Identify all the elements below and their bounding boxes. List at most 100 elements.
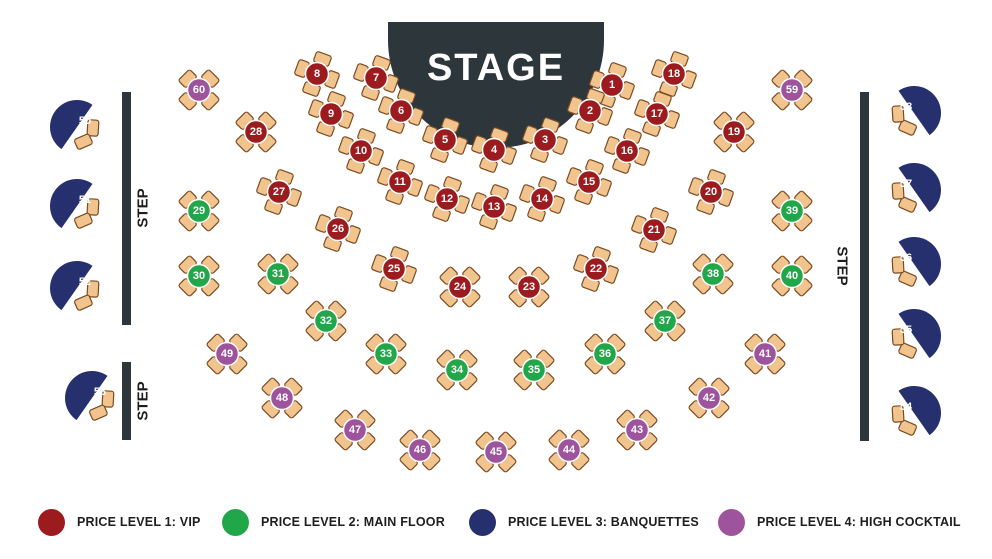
chair [898,270,917,287]
table-top [700,261,726,287]
table-top [266,179,292,205]
table-53[interactable]: 53 [65,371,115,421]
table-22[interactable]: 22 [573,246,619,292]
table-number: 54 [900,401,913,413]
table-2[interactable]: 2 [567,88,613,134]
table-44[interactable]: 44 [548,429,590,471]
table-24[interactable]: 24 [439,266,481,308]
table-number: 42 [703,392,715,404]
stage: STAGE [388,22,604,148]
chair [898,119,917,136]
table-21[interactable]: 21 [631,207,677,253]
table-top [407,437,433,463]
table-top [444,357,470,383]
table-47[interactable]: 47 [334,409,376,451]
table-7[interactable]: 7 [353,55,399,101]
table-49[interactable]: 49 [206,333,248,375]
table-number: 41 [759,348,771,360]
table-18[interactable]: 18 [651,51,697,97]
table-20[interactable]: 20 [688,169,734,215]
table-17[interactable]: 17 [634,91,680,137]
step-bar [122,92,131,325]
table-number: 30 [193,270,205,282]
table-29[interactable]: 29 [178,190,220,232]
table-top [186,263,212,289]
tables: 1234567891011121314151617181920212223242… [49,51,942,473]
table-30[interactable]: 30 [178,255,220,297]
table-number: 16 [621,145,633,157]
table-36[interactable]: 36 [584,333,626,375]
table-32[interactable]: 32 [305,300,347,342]
table-23[interactable]: 23 [508,266,550,308]
table-8[interactable]: 8 [294,51,340,97]
table-35[interactable]: 35 [513,349,555,391]
table-28[interactable]: 28 [235,111,277,153]
table-top [348,138,374,164]
table-41[interactable]: 41 [744,333,786,375]
legend-item-banquettes: PRICE LEVEL 3: BANQUETTES [469,507,699,537]
table-number: 26 [332,223,344,235]
table-16[interactable]: 16 [604,128,650,174]
table-25[interactable]: 25 [371,246,417,292]
table-59[interactable]: 59 [771,69,813,111]
table-57[interactable]: 57 [891,163,941,213]
table-26[interactable]: 26 [315,206,361,252]
table-38[interactable]: 38 [692,253,734,295]
table-40[interactable]: 40 [771,255,813,297]
table-1[interactable]: 1 [589,62,635,108]
banquette [50,100,93,150]
table-top [243,119,269,145]
legend-item-vip: PRICE LEVEL 1: VIP [38,507,201,537]
table-58[interactable]: 58 [891,86,942,136]
table-48[interactable]: 48 [261,377,303,419]
table-number: 11 [394,176,406,188]
table-54[interactable]: 54 [891,386,942,436]
table-number: 60 [193,84,205,96]
table-number: 48 [276,392,288,404]
table-60[interactable]: 60 [178,69,220,111]
step-bar [860,92,869,441]
chair [86,280,100,298]
table-14[interactable]: 14 [519,176,565,222]
table-39[interactable]: 39 [771,190,813,232]
table-3[interactable]: 3 [522,117,568,163]
table-11[interactable]: 11 [377,159,423,205]
chair [898,196,917,213]
table-4[interactable]: 4 [471,127,517,173]
table-6[interactable]: 6 [378,88,424,134]
table-51[interactable]: 51 [49,179,100,229]
table-33[interactable]: 33 [365,333,407,375]
table-56[interactable]: 56 [891,237,942,287]
table-10[interactable]: 10 [338,128,384,174]
table-19[interactable]: 19 [713,111,755,153]
table-55[interactable]: 55 [891,309,942,359]
step-label: STEP [834,246,851,285]
table-number: 32 [320,315,332,327]
table-5[interactable]: 5 [422,117,468,163]
table-top [318,101,344,127]
table-12[interactable]: 12 [424,176,470,222]
table-top [304,61,330,87]
table-34[interactable]: 34 [436,349,478,391]
table-50[interactable]: 50 [50,100,100,150]
table-42[interactable]: 42 [688,377,730,419]
table-15[interactable]: 15 [566,159,612,205]
table-top [592,341,618,367]
table-top [576,169,602,195]
table-13[interactable]: 13 [471,184,517,230]
table-number: 58 [900,101,912,113]
table-top [434,186,460,212]
banquette [50,261,93,311]
table-number: 19 [728,126,740,138]
step-bar [122,362,131,440]
table-number: 10 [355,145,367,157]
table-9[interactable]: 9 [308,91,354,137]
table-31[interactable]: 31 [257,253,299,295]
table-43[interactable]: 43 [616,409,658,451]
table-27[interactable]: 27 [256,169,302,215]
table-46[interactable]: 46 [399,429,441,471]
table-37[interactable]: 37 [644,300,686,342]
table-45[interactable]: 45 [475,431,517,473]
legend-dot-main-floor [222,508,249,536]
table-52[interactable]: 52 [50,261,100,311]
